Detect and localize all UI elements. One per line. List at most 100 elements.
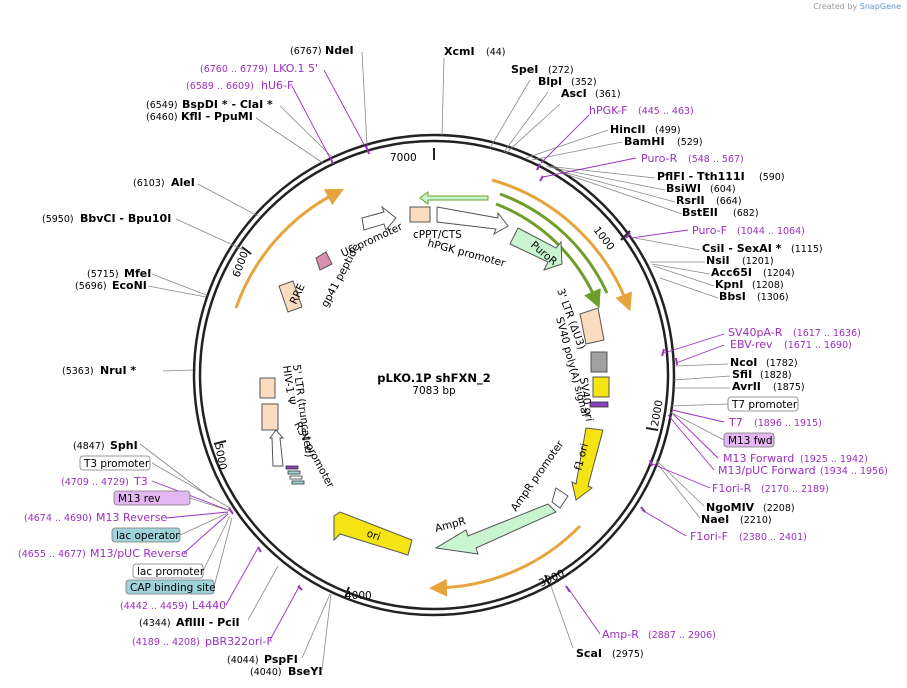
site-afliii-name: AflIII - PciI (176, 616, 240, 629)
tick-2000 (645, 427, 659, 431)
leader-ngomiv (655, 459, 705, 507)
primer-f1ori-r-pos: (2170 .. 2189) (761, 484, 829, 495)
site-pspfi-name: PspFI (264, 653, 298, 666)
mark-ebv (675, 357, 678, 366)
box-leaders (151, 403, 729, 588)
mark-l4440 (257, 546, 262, 553)
site-hincii-name: HincII (610, 123, 646, 136)
site-bsteii-pos: (682) (733, 208, 759, 219)
sv40-ori-block (592, 376, 610, 398)
site-bspdi-pos: (6549) (146, 100, 178, 111)
leader-acc65i (651, 263, 711, 275)
lac-operator-box (111, 527, 181, 543)
leader-m13-puc-reverse (183, 513, 229, 554)
t3-promoter-box (79, 455, 151, 471)
leader-lko1 (323, 69, 367, 149)
sv40-ori-marker (589, 401, 609, 408)
leader-m13-fwd (669, 411, 725, 441)
site-ncoi-name: NcoI (730, 356, 757, 369)
site-bamhi-name: BamHI (624, 135, 665, 148)
snapgene-credit: Created by SnapGene (813, 2, 901, 11)
t7-promoter-box (727, 396, 799, 412)
rsv-promoter-arrow (269, 429, 285, 467)
site-asci-name: AscI (561, 87, 587, 100)
leader-pbr322 (269, 584, 301, 641)
site-avrii-pos: (1875) (773, 382, 805, 393)
lac-promoter-mark (289, 475, 303, 480)
primer-puro-r-pos: (548 .. 567) (688, 154, 744, 165)
primer-hpgk-f-pos: (445 .. 463) (638, 106, 694, 117)
leader-f1ori-r (649, 462, 711, 489)
lac-promoter-box (132, 563, 204, 579)
puro-arc-outer (499, 192, 609, 294)
mark-puro-f (625, 232, 631, 239)
cap-site-mark (291, 480, 305, 485)
amp-promoter-arrow (551, 487, 569, 509)
leader-puro-r (542, 157, 637, 178)
gp41-block (315, 251, 333, 271)
credit-prefix: Created by (813, 2, 858, 11)
mark-puro-r (539, 175, 544, 182)
primer-pbr322-name: pBR322ori-F (205, 635, 273, 648)
leader-amp-r (567, 587, 601, 635)
site-mfei-pos: (5715) (87, 269, 119, 280)
site-bbvci-pos: (5950) (42, 214, 74, 225)
ltr3-block (579, 307, 605, 345)
plasmid-name: pLKO.1P shFXN_2 (377, 371, 490, 386)
leader-spei (489, 79, 531, 149)
site-econi-pos: (5696) (75, 281, 107, 292)
site-labels-right: XcmI (44) SpeI (272) BlpI (352) AscI (36… (444, 45, 823, 660)
primer-l4440-pos: (4442 .. 4459) (120, 601, 188, 612)
site-bamhi-pos: (529) (677, 137, 703, 148)
site-asci-pos: (361) (595, 89, 621, 100)
cppt-block (409, 206, 431, 223)
site-bseyi-name: BseYI (288, 665, 322, 678)
leader-mfei (151, 273, 207, 296)
site-sfii-name: SfiI (732, 368, 752, 381)
ori-arrow (333, 511, 413, 556)
site-scai-name: ScaI (576, 647, 602, 660)
mark-lko1 (365, 145, 370, 155)
site-bseyi-pos: (4040) (250, 667, 282, 678)
primer-hpgk-f-name: hPGK-F (589, 104, 627, 117)
site-nrui-pos: (5363) (62, 366, 94, 377)
site-leaders (139, 51, 731, 671)
site-csii-name: CsiI - SexAI * (702, 242, 782, 255)
site-bsiwi-name: BsiWI (666, 182, 701, 195)
leader-l4440 (225, 547, 259, 606)
primer-leaders (151, 69, 725, 641)
m13-rev-label: M13 rev (118, 493, 161, 505)
leader-nrui (162, 369, 194, 372)
leader-bbvci (175, 218, 245, 251)
ampr-arrow (434, 503, 557, 555)
primer-lko1-pos: (6760 .. 6779) (200, 64, 268, 75)
boxed-labels: T7 promoter M13 fwd T3 promoter M13 rev … (79, 396, 799, 595)
leader-cap-site (213, 517, 233, 588)
tick-3000 (544, 574, 551, 587)
leader-ebv-rev (675, 344, 725, 364)
label-rsv: RSV promoter (291, 420, 336, 491)
label-hiv-psi: HIV-1 Ψ (280, 365, 297, 406)
backbone (192, 133, 676, 617)
leader-naei (655, 461, 701, 519)
tick-5000 (213, 440, 227, 445)
primer-sv40pa-r-name: SV40pA-R (728, 326, 783, 339)
mark-hpgk-f (536, 163, 541, 171)
site-ndei-pos: (6767) (290, 46, 322, 57)
site-alei-pos: (6103) (133, 178, 165, 189)
site-kpni-pos: (1208) (752, 280, 784, 291)
leader-ncoi (673, 363, 729, 367)
sv40-polya-block (590, 351, 608, 373)
site-afliii-pos: (4344) (139, 618, 171, 629)
primer-amp-r-pos: (2887 .. 2906) (648, 630, 716, 641)
site-nsii-name: NsiI (706, 254, 730, 267)
site-naei-pos: (2210) (740, 515, 772, 526)
leader-bseyi (321, 593, 332, 671)
site-bsteii-name: BstEII (682, 206, 718, 219)
leader-t3-promoter (151, 462, 231, 509)
primer-hu6-f-name: hU6-F (261, 79, 293, 92)
primer-t7-pos: (1896 .. 1915) (754, 418, 822, 429)
leader-afliii (247, 565, 279, 621)
tick-label-7000: 7000 (390, 152, 417, 164)
